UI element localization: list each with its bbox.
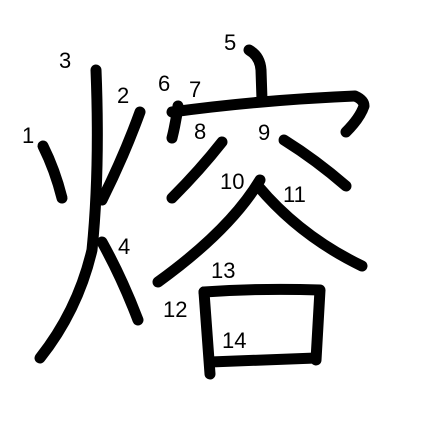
stroke-3 [34,64,103,364]
stroke-number-1: 1 [22,123,34,148]
stroke-8 [166,136,228,204]
stroke-10 [152,174,266,288]
stroke-2 [96,106,146,206]
stroke-number-7: 7 [189,77,201,102]
stroke-number-9: 9 [258,120,270,145]
stroke-number-11: 11 [283,182,306,207]
stroke-number-5: 5 [224,30,236,55]
stroke-9 [278,134,352,192]
stroke-14 [204,352,322,368]
stroke-5 [243,44,268,106]
stroke-13 [198,283,326,366]
stroke-number-3: 3 [59,48,71,73]
stroke-11 [252,180,368,272]
stroke-number-14: 14 [222,328,246,353]
stroke-number-6: 6 [158,71,170,96]
stroke-number-13: 13 [211,258,235,283]
stroke-number-8: 8 [194,119,206,144]
stroke-7 [166,90,370,138]
stroke-number-10: 10 [220,169,244,194]
stroke-number-4: 4 [118,234,130,259]
stroke-number-12: 12 [163,297,187,322]
stroke-1 [37,140,68,204]
stroke-4 [96,236,144,326]
stroke-number-2: 2 [117,83,129,108]
